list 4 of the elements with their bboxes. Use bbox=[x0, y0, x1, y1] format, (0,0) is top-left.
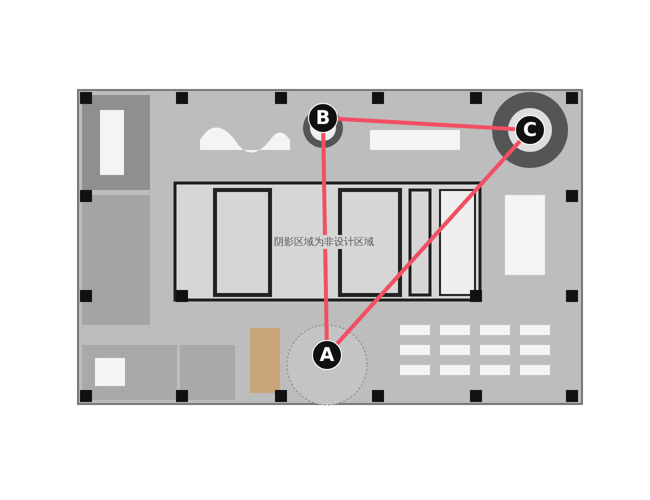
plan-note: 阴影区域为非设计区域 bbox=[273, 235, 375, 249]
connector-line bbox=[338, 116, 516, 132]
connector-line bbox=[336, 140, 522, 346]
connector-line bbox=[321, 132, 329, 340]
